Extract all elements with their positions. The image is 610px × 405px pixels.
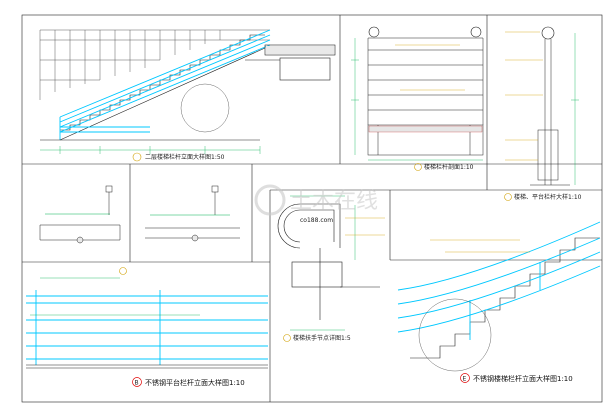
caption-post-detail: 楼梯、平台栏杆大样1:10: [514, 193, 582, 201]
watermark-text: 土木在线: [290, 189, 378, 214]
panel-borders: [21, 14, 603, 403]
stair-rail-drawing: E 不锈钢楼梯栏杆立面大样图1:10: [397, 221, 601, 383]
watermark-logo: 土木在线 co188.com: [254, 184, 378, 224]
small-detail-middle: [145, 185, 240, 242]
caption-glass-section: 楼梯栏杆剖面1:10: [424, 163, 474, 171]
glass-section-drawing: 楼梯栏杆剖面1:10: [351, 26, 484, 171]
caption-platform-rail: 不锈钢平台栏杆立面大样图1:10: [145, 378, 245, 387]
stair-elevation-drawing: 二层楼梯栏杆立面大样图1:50: [39, 29, 336, 162]
marker-platform-rail: B: [135, 380, 139, 387]
handrail-plan-drawing: 楼梯扶手节点详图1:5: [277, 195, 385, 342]
marker-stair-rail: E: [463, 376, 467, 383]
caption-handrail-plan: 楼梯扶手节点详图1:5: [293, 334, 351, 342]
watermark-subtext: co188.com: [300, 217, 333, 224]
post-detail-drawing: 楼梯、平台栏杆大样1:10: [504, 26, 582, 201]
caption-stair-rail: 不锈钢楼梯栏杆立面大样图1:10: [473, 374, 573, 383]
platform-rail-drawing: B 不锈钢平台栏杆立面大样图1:10: [26, 267, 268, 387]
caption-stair-elevation: 二层楼梯栏杆立面大样图1:50: [145, 153, 225, 161]
small-detail-left: [39, 185, 121, 244]
